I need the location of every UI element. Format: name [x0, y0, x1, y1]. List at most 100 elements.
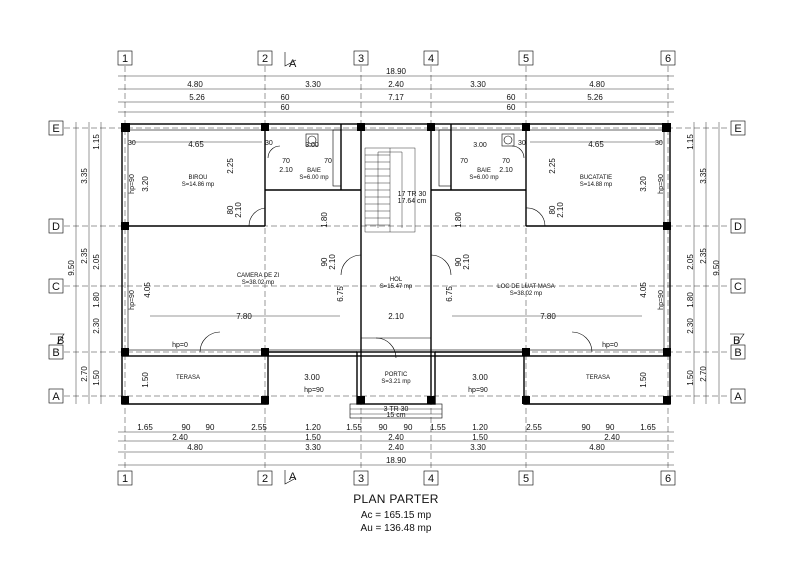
dim-text: 1.20 [472, 423, 488, 432]
room-area: S=14.86 mp [182, 182, 215, 188]
dim-text: 5.26 [587, 93, 603, 102]
row-grid-labels: E D C B A E D C B A B B [48, 120, 746, 404]
section-mark-a: A [289, 471, 297, 483]
dim-text: 2.40 [388, 433, 404, 442]
room-area: S=14.88 mp [580, 182, 613, 188]
dim-text: 18.90 [386, 456, 407, 465]
terrace-right-wall [523, 356, 671, 405]
room-name: CAMERA DE ZI [237, 273, 280, 279]
dim-text: hp=90 [129, 174, 136, 194]
dim-text: 3.30 [305, 443, 321, 452]
stairs-label: 17 TR 30 [398, 191, 427, 198]
dim-text: 1.65 [137, 423, 153, 432]
room-name: TERASA [586, 375, 610, 381]
dim-text: 4.80 [589, 80, 605, 89]
dim-text: 7.17 [388, 93, 404, 102]
dim-text: 3.20 [639, 176, 648, 192]
dim-text: 4.65 [588, 140, 604, 149]
room-name: BUCATATIE [580, 175, 612, 181]
interior-dimensions: 4.65 30 30 70 3.00 70 4.65 30 30 70 3.00… [128, 140, 665, 419]
plan-title: PLAN PARTER [353, 492, 439, 506]
bottom-dimension-text: 1.65 90 90 2.55 1.20 1.55 90 90 1.55 1.2… [137, 423, 656, 465]
dim-text: 4.65 [188, 140, 204, 149]
dim-text: 2.40 [388, 443, 404, 452]
dim-text: hp=90 [129, 290, 136, 310]
bottom-dimensions [118, 431, 674, 466]
room-name: BAIE [477, 168, 491, 174]
dim-text: 70 [502, 158, 510, 165]
room-area: S=6.00 mp [299, 175, 329, 181]
dim-text: 2.10 [499, 167, 513, 174]
dim-text: 70 [460, 158, 468, 165]
dim-text: 90 [206, 423, 215, 432]
grid-row-label: C [52, 281, 60, 293]
grid-col-label: 1 [122, 473, 128, 485]
dim-text: 2.30 [686, 318, 695, 334]
dim-text: 3.00 [305, 142, 319, 149]
dim-text: 80 [548, 205, 557, 214]
dim-text: 3.30 [305, 80, 321, 89]
dim-text: 1.50 [686, 370, 695, 386]
grid-row-label: D [52, 221, 60, 233]
dim-text: 6.75 [336, 286, 345, 302]
grid-row-label: D [734, 221, 742, 233]
room-name: BAIE [307, 168, 321, 174]
dim-text: 30 [128, 140, 136, 147]
dim-text: 90 [404, 423, 413, 432]
room-area: S=38.02 mp [242, 280, 275, 286]
dim-text: 7.80 [236, 312, 252, 321]
grid-row-label: A [52, 391, 60, 403]
dim-text: 70 [324, 158, 332, 165]
top-dimension-text: 18.90 4.80 3.30 2.40 3.30 4.80 5.26 60 7… [187, 67, 605, 112]
section-mark-b: B [733, 335, 740, 347]
dim-text: 2.30 [92, 318, 101, 334]
grid-col-label: 3 [358, 473, 364, 485]
dim-text: 4.05 [143, 282, 152, 298]
dim-text: 1.15 [92, 134, 101, 150]
dim-text: hp=0 [602, 342, 618, 349]
dim-text: 2.55 [251, 423, 267, 432]
dim-text: 2.05 [92, 254, 101, 270]
dim-text: hp=0 [172, 342, 188, 349]
dim-text: 3.20 [141, 176, 150, 192]
dim-text: 70 [282, 158, 290, 165]
dim-text: 1.50 [305, 433, 321, 442]
dim-text: 2.25 [548, 158, 557, 174]
dim-text: 2.35 [699, 248, 708, 264]
dim-text: 1.50 [92, 370, 101, 386]
steps-label: 15 cm [386, 412, 405, 419]
dim-text: 1.15 [686, 134, 695, 150]
dim-text: 3.35 [80, 168, 89, 184]
dim-text: 1.80 [686, 292, 695, 308]
dim-text: 2.40 [604, 433, 620, 442]
dim-text: 30 [518, 140, 526, 147]
top-grid-labels: 1 2 3 4 5 6 A [117, 50, 676, 70]
dim-text: 1.50 [472, 433, 488, 442]
dim-text: 2.05 [686, 254, 695, 270]
dim-text: 1.55 [346, 423, 362, 432]
grid-row-label: B [52, 347, 59, 359]
dim-text: 30 [655, 140, 663, 147]
dim-text: 2.10 [388, 312, 404, 321]
dim-text: 1.80 [92, 292, 101, 308]
dim-text: 90 [379, 423, 388, 432]
dim-text: 3.35 [699, 168, 708, 184]
dim-text: 7.80 [540, 312, 556, 321]
section-mark-a: A [289, 58, 297, 70]
staircase [364, 147, 416, 233]
dim-text: 3.00 [472, 373, 488, 382]
grid-col-label: 2 [262, 473, 268, 485]
grid-row-label: E [52, 123, 59, 135]
dim-text: 2.70 [80, 366, 89, 382]
dim-text: 4.80 [589, 443, 605, 452]
porch-steps [349, 403, 443, 419]
dim-text: 2.10 [556, 202, 565, 218]
side-dimension-text: 9.50 3.35 2.35 2.70 1.15 2.05 1.80 2.30 … [67, 134, 721, 386]
room-name: PORTIC [385, 372, 408, 378]
room-area: S=38.02 mp [510, 291, 543, 297]
dim-text: 2.35 [80, 248, 89, 264]
dim-text: 2.70 [699, 366, 708, 382]
dim-text: 2.25 [226, 158, 235, 174]
room-area: S=15.47 mp [380, 284, 413, 290]
